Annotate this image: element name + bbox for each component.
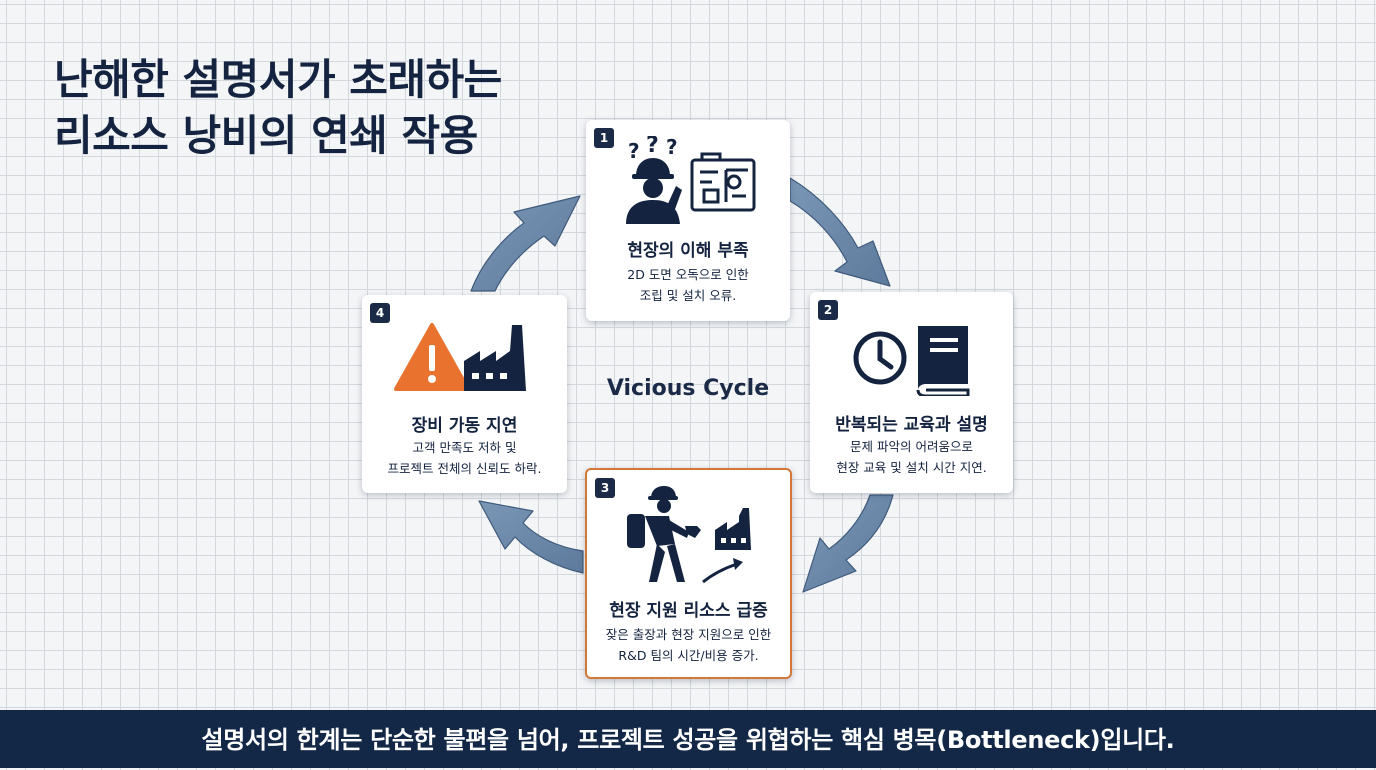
step-description: 문제 파악의 어려움으로 현장 교육 및 설치 시간 지연. — [810, 436, 1013, 478]
step-title: 반복되는 교육과 설명 — [835, 415, 988, 435]
step-title: 현장의 이해 부족 — [627, 241, 749, 261]
step-description-line: 프로젝트 전체의 신뢰도 하락. — [387, 461, 542, 476]
step-number-badge: 3 — [595, 478, 615, 498]
step-card-1: 1 ? ? ? 현장의 이해 부족 2D 도면 오독으로 인한 조립 및 설치 … — [586, 120, 790, 321]
page-title: 난해한 설명서가 초래하는 리소스 낭비의 연쇄 작용 — [54, 52, 502, 164]
step-description: 잦은 출장과 현장 지원으로 인한 R&D 팀의 시간/비용 증가. — [587, 624, 790, 666]
step-title: 장비 가동 지연 — [411, 416, 518, 436]
warning-factory-illustration — [394, 323, 526, 391]
step-card-4: 4 장비 가동 지연 고객 만족도 저하 및 프로젝트 전체의 신뢰도 하락. — [362, 295, 567, 493]
factory-icon — [464, 325, 526, 391]
svg-text:?: ? — [646, 136, 659, 158]
step-title: 현장 지원 리소스 급증 — [609, 601, 768, 621]
arrow-2-to-3 — [802, 494, 894, 593]
factory-trend-icon — [702, 508, 751, 584]
step-description-line: 현장 교육 및 설치 시간 지연. — [836, 460, 987, 475]
arrow-3-to-4 — [478, 500, 584, 574]
cycle-center-label: Vicious Cycle — [606, 376, 770, 401]
step-description: 고객 만족도 저하 및 프로젝트 전체의 신뢰도 하락. — [362, 437, 567, 479]
warning-icon — [394, 323, 470, 391]
step-description-line: R&D 팀의 시간/비용 증가. — [618, 648, 759, 663]
step-description-line: 고객 만족도 저하 및 — [412, 440, 517, 455]
step-number-badge: 1 — [594, 128, 614, 148]
step-number-badge: 2 — [818, 300, 838, 320]
clock-icon — [853, 331, 907, 385]
title-line-2: 리소스 낭비의 연쇄 작용 — [54, 111, 478, 160]
step-number-badge: 4 — [370, 303, 390, 323]
arrow-4-to-1 — [470, 195, 581, 292]
arrow-1-to-2 — [789, 177, 891, 287]
title-line-1: 난해한 설명서가 초래하는 — [54, 55, 502, 104]
technician-factory-illustration — [627, 486, 751, 584]
step-description-line: 조립 및 설치 오류. — [639, 288, 737, 303]
blueprint-icon — [690, 152, 756, 212]
step-card-3: 3 현장 지원 리소스 급증 잦은 출장과 현장 지원으로 인한 R&D 팀의 … — [585, 468, 792, 679]
svg-text:?: ? — [628, 139, 640, 163]
step-card-2: 2 반복되는 교육과 설명 문제 파악의 어려움으로 현장 교육 및 설치 시간… — [810, 292, 1013, 493]
clock-book-illustration — [853, 326, 970, 396]
confused-worker-illustration: ? ? ? — [626, 136, 756, 224]
step-description-line: 문제 파악의 어려움으로 — [850, 439, 973, 454]
step-description-line: 2D 도면 오독으로 인한 — [627, 267, 749, 282]
walking-technician-icon — [627, 486, 701, 582]
step-description: 2D 도면 오독으로 인한 조립 및 설치 오류. — [586, 264, 790, 306]
manual-book-icon — [916, 326, 970, 396]
confused-worker-icon: ? ? ? — [626, 136, 682, 224]
footer-banner: 설명서의 한계는 단순한 불편을 넘어, 프로젝트 성공을 위협하는 핵심 병목… — [0, 710, 1376, 768]
svg-text:?: ? — [666, 136, 678, 159]
step-description-line: 잦은 출장과 현장 지원으로 인한 — [605, 627, 772, 642]
